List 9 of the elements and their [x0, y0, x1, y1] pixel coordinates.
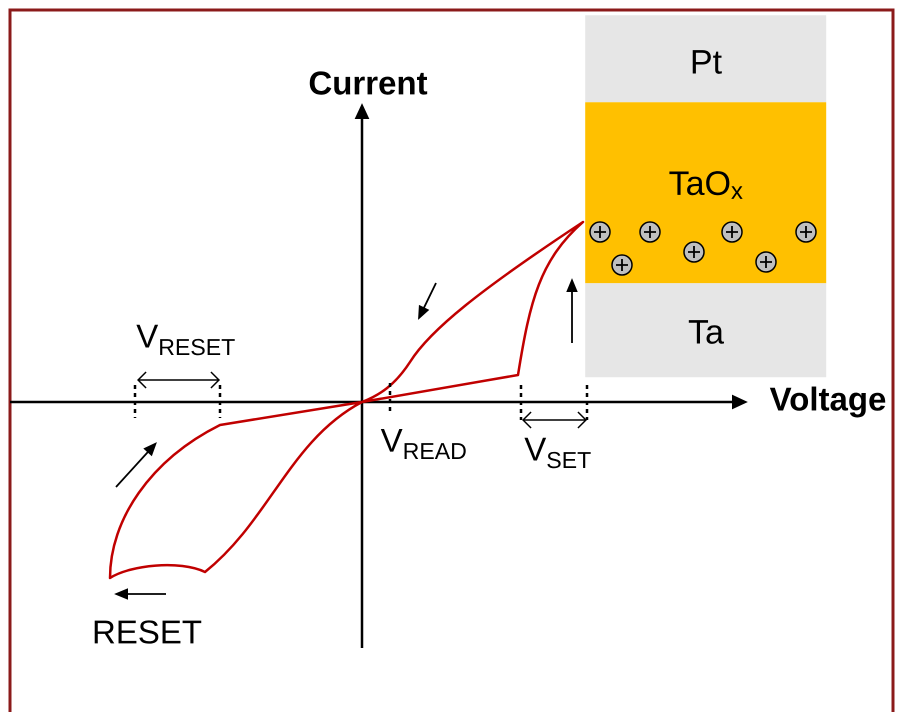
threshold-label: V$_{SET}$ [524, 438, 591, 468]
top-electrode-layer: Pt [585, 15, 826, 102]
oxide-layer: TaO$_{x}$ [585, 102, 826, 284]
axis-label: Voltage [770, 386, 886, 418]
axis-label: Current [310, 71, 428, 95]
bottom-electrode-layer: Ta [585, 283, 826, 378]
threshold-label: V$_{RESET}$ [136, 324, 235, 356]
process-label: RESET [94, 620, 202, 644]
threshold-label: V$_{READ}$ [380, 428, 466, 459]
